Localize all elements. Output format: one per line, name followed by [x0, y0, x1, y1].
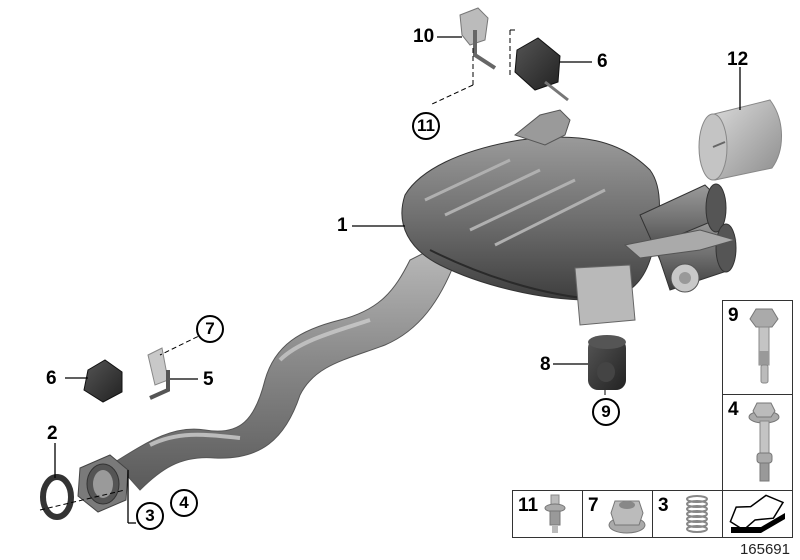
rear-silencer	[401, 109, 737, 326]
flange-bolt-icon	[748, 402, 780, 482]
detail-label-9: 9	[728, 305, 739, 326]
detail-box-direction	[722, 490, 793, 538]
callout-6-lower: 6	[46, 368, 57, 389]
figure-number: 165691	[739, 541, 790, 558]
callout-5: 5	[203, 369, 214, 390]
detail-label-3: 3	[658, 495, 669, 516]
leader-lines	[54, 36, 741, 524]
torx-bolt-icon	[544, 494, 566, 533]
lower-rubber-mount	[83, 359, 123, 403]
callout-11-circled: 11	[412, 112, 440, 140]
callout-3-circled: 3	[136, 502, 164, 530]
detail-box-bolt-4: 4	[722, 394, 793, 491]
detail-box-bolt-9: 9	[722, 300, 793, 395]
upper-rubber-mount	[514, 37, 569, 102]
holder	[459, 7, 497, 70]
callout-7-circled: 7	[196, 315, 224, 343]
tailpipe-trim	[698, 99, 782, 181]
callout-10: 10	[413, 26, 435, 47]
collar-nut-icon	[608, 500, 646, 534]
callout-8: 8	[540, 354, 551, 375]
intermediate-pipe	[114, 249, 456, 491]
callout-9-circled: 9	[592, 398, 620, 426]
callout-2: 2	[47, 423, 58, 444]
detail-label-4: 4	[728, 399, 739, 420]
spring-icon	[686, 495, 708, 533]
pipe-flange	[77, 454, 129, 513]
detail-label-11: 11	[518, 495, 539, 516]
detail-box-spring-3: 3	[652, 490, 723, 538]
rubber-bushing	[588, 335, 626, 390]
callout-1: 1	[337, 215, 348, 236]
detail-box-bolt-11: 11	[512, 490, 583, 538]
hanger-bracket	[147, 347, 170, 400]
hex-bolt-icon	[749, 308, 779, 384]
detail-box-nut-7: 7	[582, 490, 653, 538]
sealing-ring	[40, 474, 74, 520]
callout-6-upper: 6	[597, 51, 608, 72]
callout-4-circled: 4	[170, 489, 198, 517]
detail-label-7: 7	[588, 495, 599, 516]
callout-12: 12	[727, 49, 749, 70]
forward-direction-arrow-icon	[729, 494, 785, 533]
